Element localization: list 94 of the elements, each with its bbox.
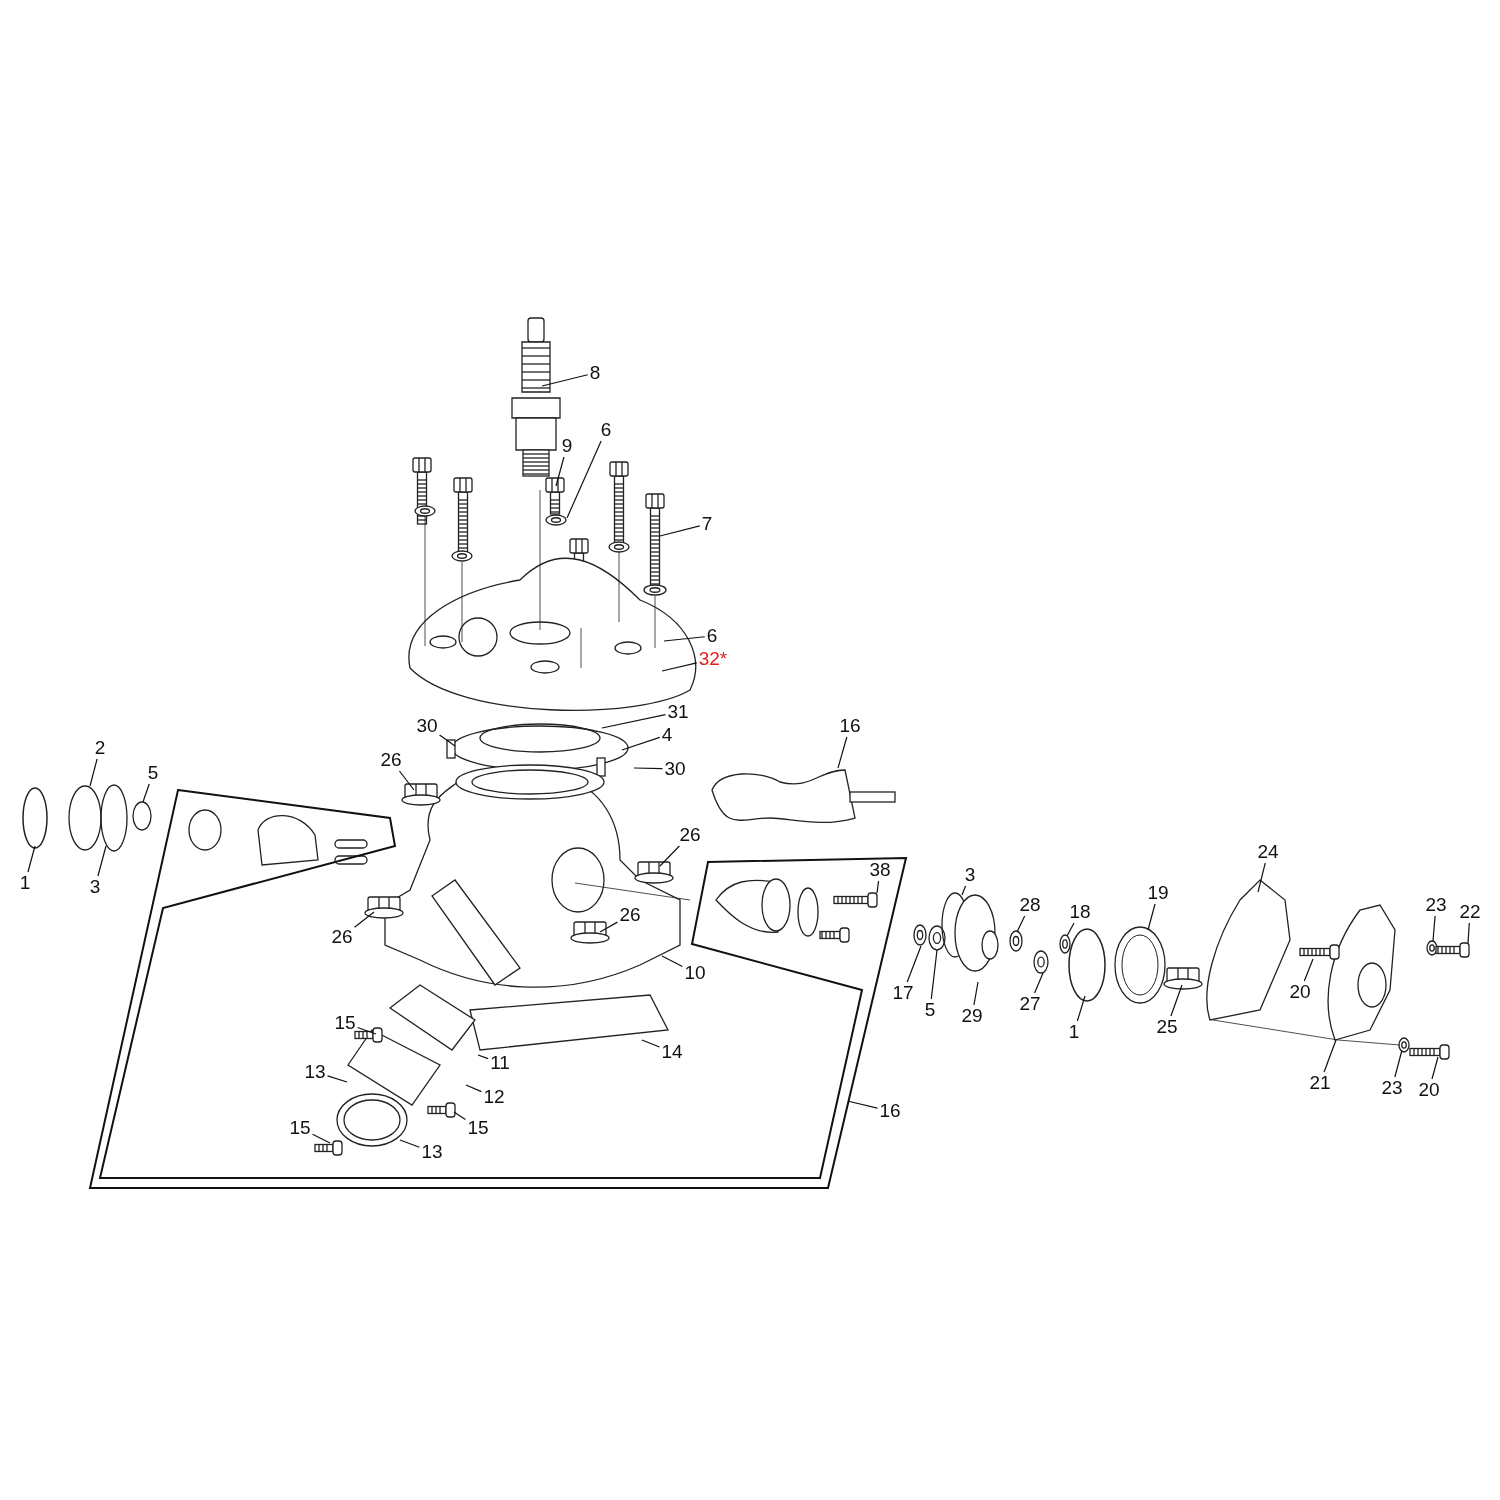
callout-number: 10 — [684, 963, 706, 983]
leader-line — [1323, 1039, 1337, 1073]
leader-line — [847, 1100, 879, 1109]
leader-line — [541, 374, 589, 387]
leader-line — [465, 1084, 483, 1093]
callout-number: 16 — [879, 1101, 901, 1121]
leader-line — [1431, 1056, 1439, 1080]
leader-line — [659, 845, 680, 867]
callout-number: 23 — [1381, 1078, 1403, 1098]
callout-number: 26 — [679, 825, 701, 845]
leader-line — [97, 845, 107, 877]
leader-line — [1147, 903, 1156, 931]
leader-line — [326, 1075, 348, 1083]
callout-number: 6 — [600, 420, 612, 440]
callout-number: 16 — [839, 716, 861, 736]
callout-number: 17 — [892, 983, 914, 1003]
callout-number: 8 — [589, 363, 601, 383]
callout-number: 19 — [1147, 883, 1169, 903]
leader-line — [661, 955, 684, 968]
callout-number: 23 — [1425, 895, 1447, 915]
leader-line — [663, 636, 706, 642]
leader-line — [398, 770, 415, 791]
leader-line — [1467, 922, 1470, 944]
leader-line — [353, 911, 375, 928]
leader-line — [142, 783, 150, 803]
leader-line — [555, 456, 565, 487]
callout-number: 1 — [1068, 1022, 1080, 1042]
callout-number: 24 — [1257, 842, 1279, 862]
callout-number: 20 — [1418, 1080, 1440, 1100]
leader-line — [621, 736, 661, 751]
callout-number: 7 — [701, 514, 713, 534]
leader-line — [399, 1139, 421, 1148]
leader-line — [1257, 862, 1266, 893]
callout-number: 9 — [561, 436, 573, 456]
leader-line — [356, 1026, 377, 1035]
callout-number: 30 — [416, 716, 438, 736]
leader-line — [641, 1039, 661, 1048]
callout-number: 29 — [961, 1006, 983, 1026]
leader-line — [876, 880, 880, 894]
callout-number: 32* — [698, 649, 728, 669]
callout-number: 15 — [334, 1013, 356, 1033]
callout-number: 15 — [289, 1118, 311, 1138]
callout-number: 27 — [1019, 994, 1041, 1014]
leader-line — [659, 525, 701, 537]
callout-number: 4 — [661, 725, 673, 745]
leader-line — [89, 758, 98, 787]
leader-line — [961, 885, 967, 896]
callout-number: 26 — [380, 750, 402, 770]
callout-number: 3 — [89, 877, 101, 897]
leader-line — [930, 949, 938, 1000]
leader-line — [599, 921, 619, 933]
callout-number: 6 — [706, 626, 718, 646]
callout-number: 13 — [304, 1062, 326, 1082]
callout-number: 12 — [483, 1087, 505, 1107]
callout-number: 18 — [1069, 902, 1091, 922]
callout-number: 1 — [19, 873, 31, 893]
leader-line — [27, 845, 36, 873]
callout-number: 13 — [421, 1142, 443, 1162]
callout-number: 5 — [147, 763, 159, 783]
callout-number: 38 — [869, 860, 891, 880]
callout-number: 5 — [924, 1000, 936, 1020]
leader-line — [1170, 984, 1183, 1017]
callout-number: 20 — [1289, 982, 1311, 1002]
leader-line — [477, 1054, 489, 1060]
callout-number: 22 — [1459, 902, 1481, 922]
callout-number: 28 — [1019, 895, 1041, 915]
callout-number: 26 — [619, 905, 641, 925]
leader-line — [1076, 995, 1086, 1022]
callout-number: 21 — [1309, 1073, 1331, 1093]
leader-line — [837, 736, 848, 769]
callout-number: 30 — [664, 759, 686, 779]
leader-line — [1432, 915, 1436, 942]
callout-number: 2 — [94, 738, 106, 758]
leader-line — [906, 945, 922, 983]
leader-line — [566, 440, 602, 519]
leader-line — [973, 981, 979, 1006]
callout-number: 25 — [1156, 1017, 1178, 1037]
leader-line — [601, 714, 667, 729]
leader-line — [438, 734, 456, 747]
leader-line — [1034, 972, 1044, 994]
leader-line — [1066, 922, 1075, 937]
leader-line — [1016, 915, 1026, 933]
leader-line — [453, 1111, 467, 1121]
callout-number: 26 — [331, 927, 353, 947]
leader-line — [311, 1133, 331, 1144]
callout-number: 14 — [661, 1042, 683, 1062]
leader-line — [661, 662, 698, 672]
callout-number: 15 — [467, 1118, 489, 1138]
leader-line — [1394, 1049, 1403, 1078]
leader-line — [633, 767, 664, 770]
callout-number: 3 — [964, 865, 976, 885]
leader-line — [1303, 958, 1314, 982]
callout-number: 11 — [490, 1053, 510, 1073]
callout-number: 31 — [667, 702, 689, 722]
